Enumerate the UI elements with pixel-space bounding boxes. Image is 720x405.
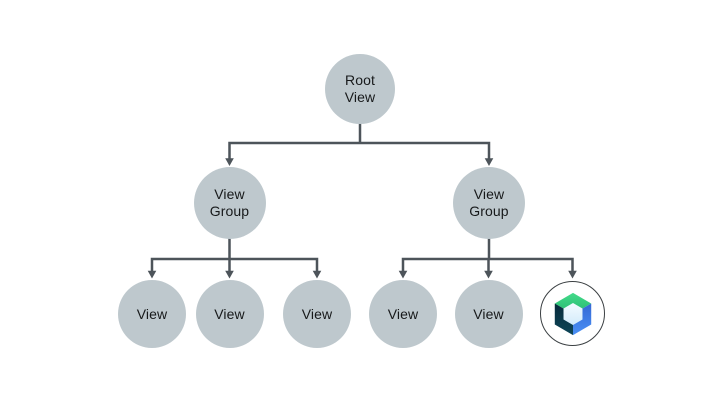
node-view-3: View: [283, 280, 351, 348]
node-view-label: View: [301, 305, 333, 322]
node-view-group-label: View Group: [469, 186, 509, 219]
jetpack-compose-icon: [554, 292, 591, 335]
node-view-label: View: [214, 305, 245, 322]
node-view-2: View: [195, 280, 264, 348]
node-root-view-label: Root View: [344, 72, 376, 105]
node-view-group-left: View Group: [193, 167, 266, 239]
node-view-4: View: [369, 280, 437, 348]
node-root-view: Root View: [325, 54, 395, 124]
node-view-group-right: View Group: [453, 167, 525, 239]
node-view-group-label: View Group: [209, 186, 250, 219]
node-jetpack-compose: [540, 281, 605, 346]
node-view-label: View: [473, 305, 504, 322]
node-view-5: View: [454, 280, 523, 348]
node-view-1: View: [118, 280, 186, 348]
node-view-label: View: [136, 305, 168, 322]
node-view-label: View: [387, 305, 419, 322]
